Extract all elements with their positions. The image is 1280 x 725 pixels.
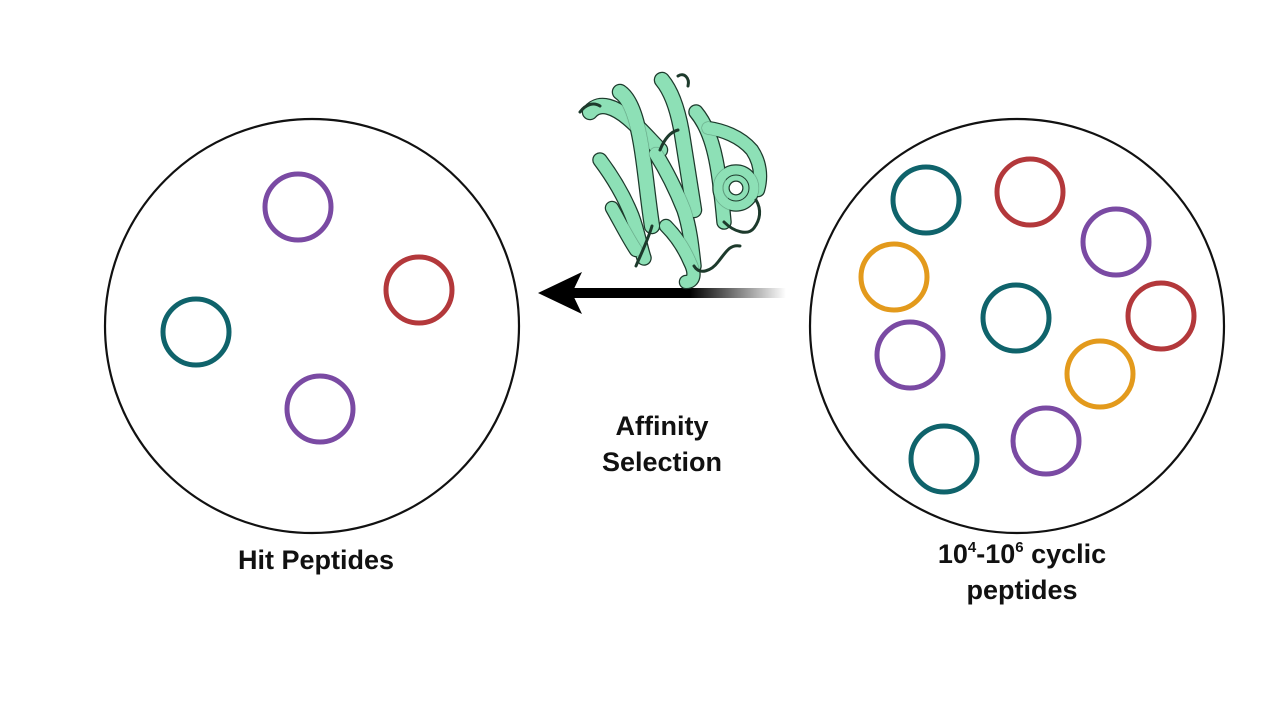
library-peptide-8 [1064,338,1136,410]
protein-ribbon-icon [578,71,768,290]
library-peptide-4 [858,241,930,313]
library-peptide-7 [874,319,946,391]
hit-peptides-caption: Hit Peptides [166,542,466,578]
library-peptide-2 [994,156,1066,228]
hit-peptides-caption-text: Hit Peptides [237,545,395,575]
hit-peptide-1 [262,171,334,243]
library-caption-tail: cyclic [1023,539,1107,569]
library-peptide-1 [890,164,962,236]
hit-peptide-4 [284,373,356,445]
arrow-head-icon [538,272,582,314]
library-caption-line-1: 104-106 cyclic [880,536,1164,572]
library-peptide-9 [908,423,980,495]
arrow-label: Affinity Selection [560,408,764,480]
library-caption-mid: -10 [976,539,1016,569]
library-caption-exponent-2: 6 [1015,539,1024,556]
hit-peptide-3 [160,296,232,368]
library-caption-line-2: peptides [966,575,1078,605]
hit-peptide-2 [383,254,455,326]
hit-peptides-pool [103,117,521,535]
library-peptide-10 [1010,405,1082,477]
library-caption-base-1: 10 [937,539,968,569]
arrow-label-line-2: Selection [601,447,723,477]
arrow-label-line-1: Affinity [615,411,709,441]
library-peptide-6 [1125,280,1197,352]
library-peptide-3 [1080,206,1152,278]
hit-pool-boundary [103,117,521,535]
selection-arrow [538,272,786,314]
library-caption-exponent-1: 4 [967,539,977,556]
library-caption: 104-106 cyclic peptides [880,536,1164,608]
library-pool-boundary [808,117,1226,535]
library-peptide-5 [980,282,1052,354]
cyclic-peptide-library-pool [808,117,1226,535]
arrow-shaft [572,288,786,298]
